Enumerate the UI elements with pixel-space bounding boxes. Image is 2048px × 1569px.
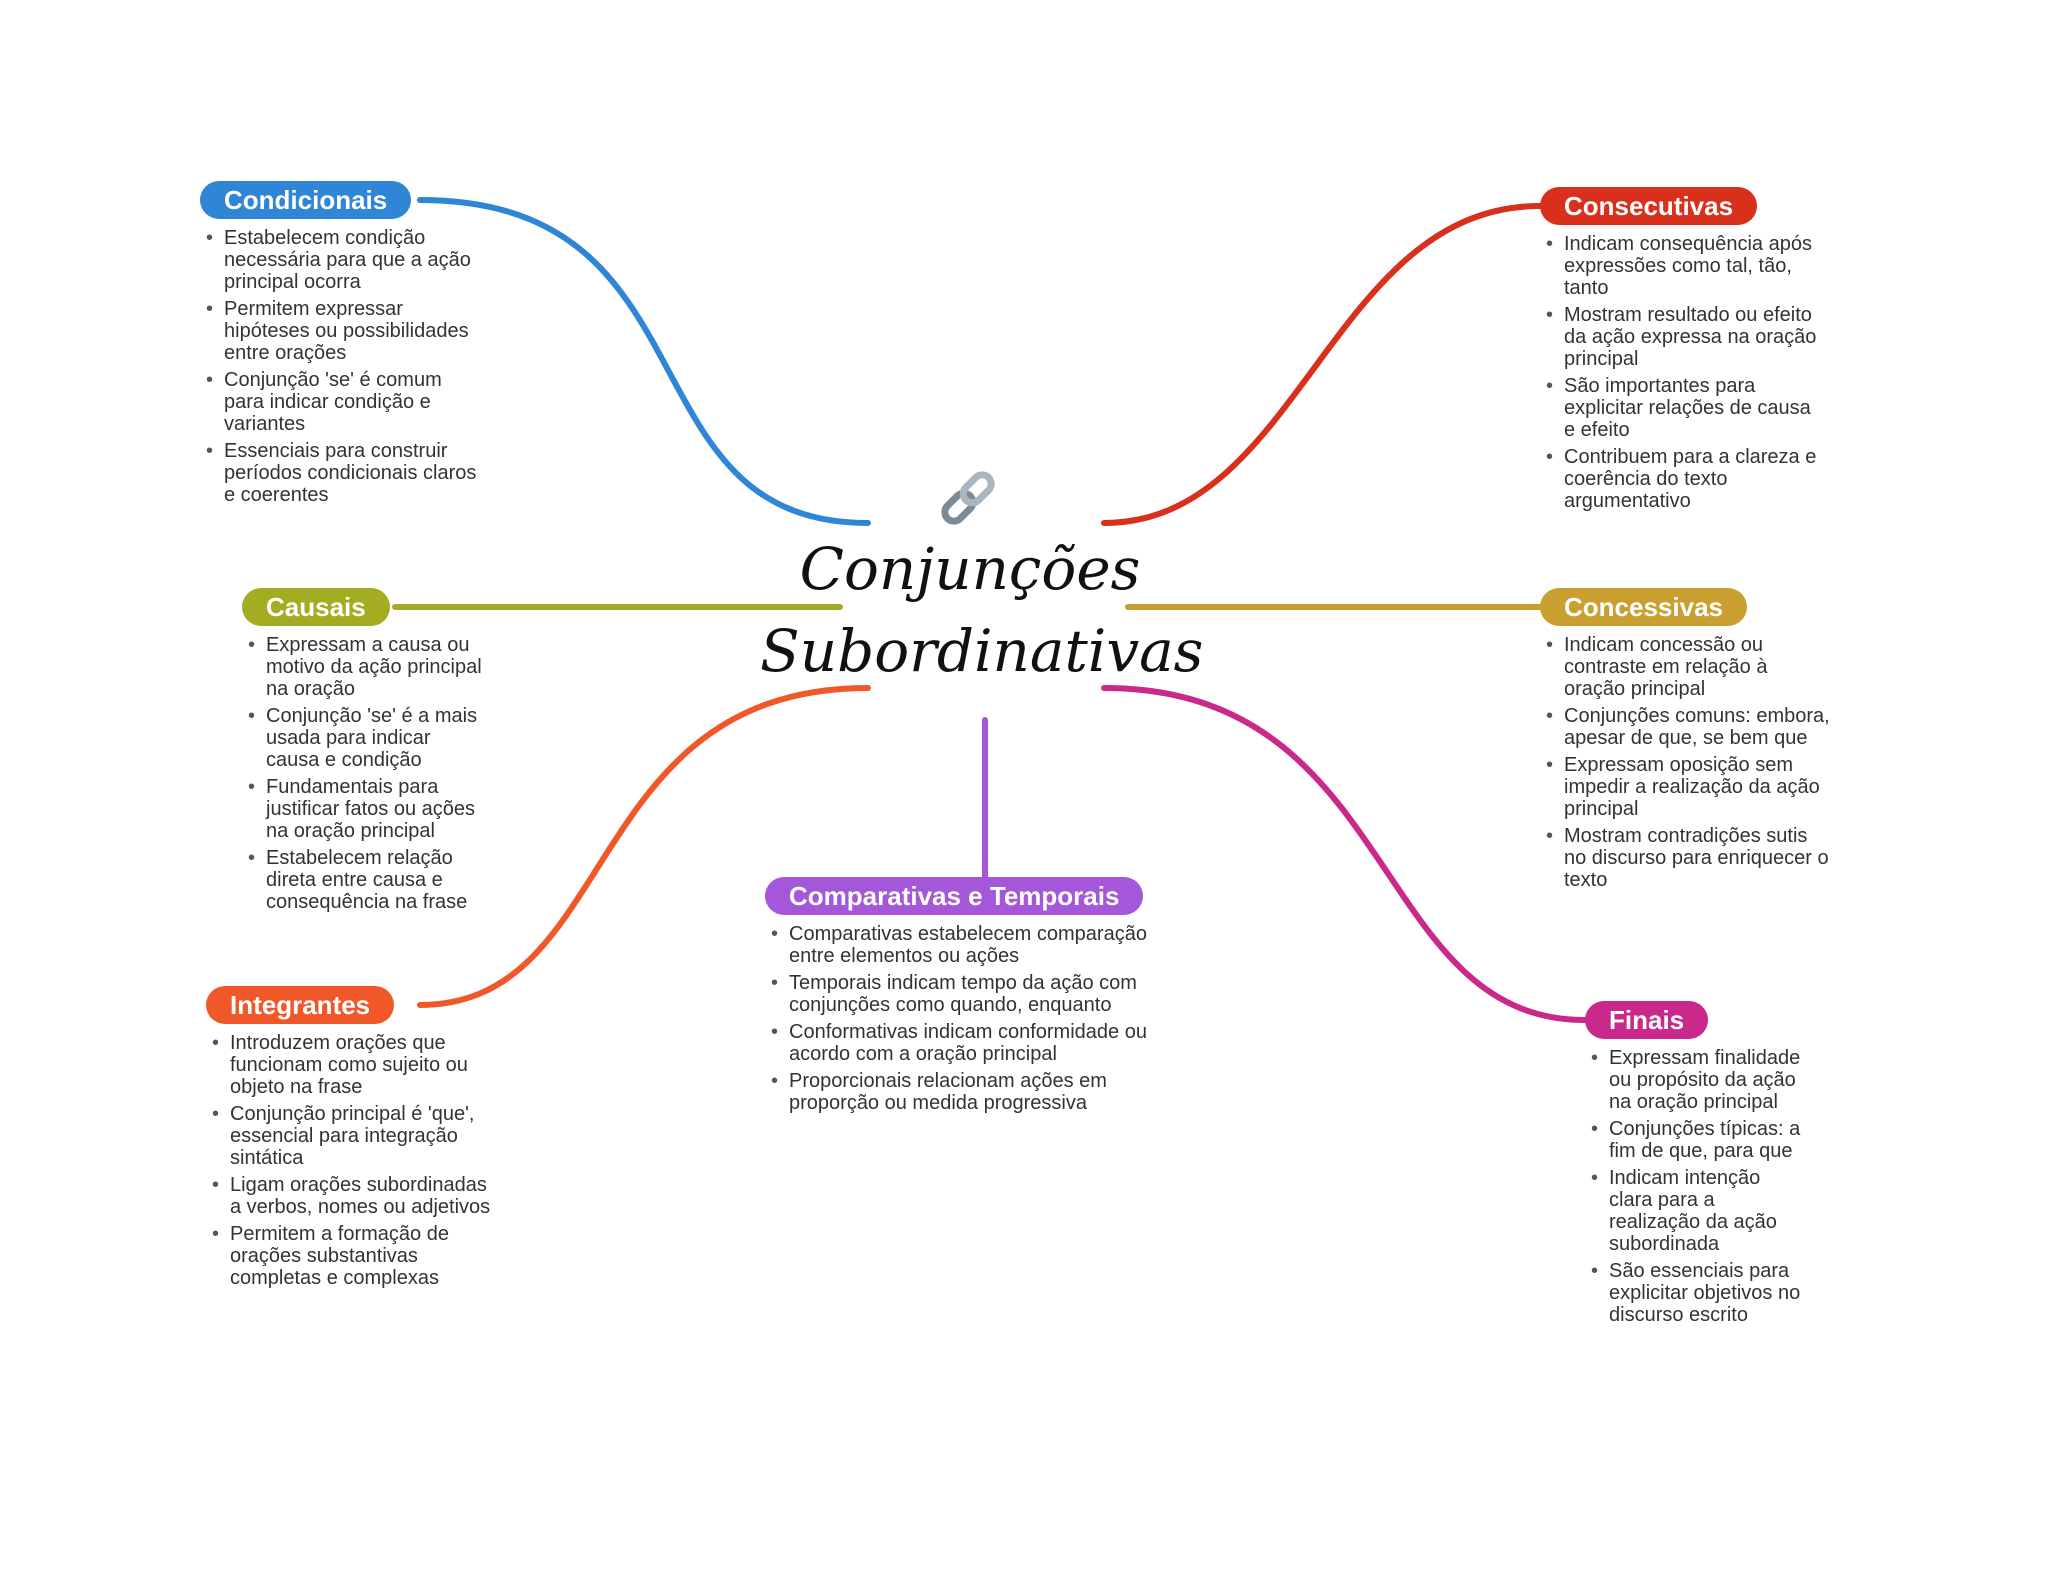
central-topic-line1: Conjunções (799, 535, 1141, 603)
bullet-list-finais: Expressam finalidade ou propósito da açã… (1585, 1047, 1805, 1326)
bullet-item: Indicam consequência após expressões com… (1546, 233, 1820, 299)
bullet-item: Expressam a causa ou motivo da ação prin… (248, 634, 482, 700)
bullet-item: Estabelecem condição necessária para que… (206, 227, 480, 293)
connector-condicionais (417, 197, 871, 526)
branch-consecutivas: Consecutivas Indicam consequência após e… (1540, 187, 1820, 517)
branch-concessivas: Concessivas Indicam concessão ou contras… (1540, 588, 1830, 896)
topic-pill-concessivas[interactable]: Concessivas (1540, 588, 1747, 626)
branch-causais: Causais Expressam a causa ou motivo da a… (242, 588, 482, 918)
bullet-item: Permitem a formação de orações substanti… (212, 1223, 496, 1289)
topic-pill-integrantes[interactable]: Integrantes (206, 986, 395, 1024)
connector-integrantes (417, 685, 871, 1008)
link-icon (933, 463, 1003, 533)
bullet-item: Permitem expressar hipóteses ou possibil… (206, 298, 480, 364)
topic-pill-finais[interactable]: Finais (1585, 1001, 1709, 1039)
bullet-list-integrantes: Introduzem orações que funcionam como su… (206, 1032, 496, 1289)
bullet-item: Essenciais para construir períodos condi… (206, 440, 480, 506)
topic-pill-condicionais[interactable]: Condicionais (200, 181, 412, 219)
bullet-item: Expressam oposição sem impedir a realiza… (1546, 754, 1830, 820)
bullet-item: Conjunções comuns: embora, apesar de que… (1546, 705, 1830, 749)
bullet-item: Indicam concessão ou contraste em relaçã… (1546, 634, 1830, 700)
bullet-list-concessivas: Indicam concessão ou contraste em relaçã… (1540, 634, 1830, 891)
bullet-item: Temporais indicam tempo da ação com conj… (771, 972, 1185, 1016)
bullet-item: Comparativas estabelecem comparação entr… (771, 923, 1185, 967)
bullet-item: Conjunção 'se' é comum para indicar cond… (206, 369, 480, 435)
bullet-list-consecutivas: Indicam consequência após expressões com… (1540, 233, 1820, 512)
central-topic: Conjunções Subordinativas (760, 528, 1204, 692)
bullet-item: Mostram resultado ou efeito da ação expr… (1546, 304, 1820, 370)
bullet-item: Conjunção principal é 'que', essencial p… (212, 1103, 496, 1169)
bullet-item: Conformativas indicam conformidade ou ac… (771, 1021, 1185, 1065)
topic-pill-consecutivas[interactable]: Consecutivas (1540, 187, 1758, 225)
branch-finais: Finais Expressam finalidade ou propósito… (1585, 1001, 1805, 1331)
bullet-list-causais: Expressam a causa ou motivo da ação prin… (242, 634, 482, 913)
bullet-item: São importantes para explicitar relações… (1546, 375, 1820, 441)
central-topic-line2: Subordinativas (760, 617, 1204, 685)
topic-pill-causais[interactable]: Causais (242, 588, 390, 626)
bullet-list-condicionais: Estabelecem condição necessária para que… (200, 227, 480, 506)
bullet-item: São essenciais para explicitar objetivos… (1591, 1260, 1805, 1326)
bullet-item: Conjunções típicas: a fim de que, para q… (1591, 1118, 1805, 1162)
bullet-list-comparativas: Comparativas estabelecem comparação entr… (765, 923, 1185, 1114)
bullet-item: Introduzem orações que funcionam como su… (212, 1032, 496, 1098)
connector-finais (1101, 685, 1588, 1023)
topic-pill-comparativas[interactable]: Comparativas e Temporais (765, 877, 1144, 915)
bullet-item: Ligam orações subordinadas a verbos, nom… (212, 1174, 496, 1218)
bullet-item: Indicam intenção clara para a realização… (1591, 1167, 1805, 1255)
branch-comparativas: Comparativas e Temporais Comparativas es… (765, 877, 1185, 1119)
bullet-item: Mostram contradições sutis no discurso p… (1546, 825, 1830, 891)
branch-integrantes: Integrantes Introduzem orações que funci… (206, 986, 496, 1294)
bullet-item: Contribuem para a clareza e coerência do… (1546, 446, 1820, 512)
bullet-item: Conjunção 'se' é a mais usada para indic… (248, 705, 482, 771)
branch-condicionais: Condicionais Estabelecem condição necess… (200, 181, 480, 511)
bullet-item: Estabelecem relação direta entre causa e… (248, 847, 482, 913)
bullet-item: Expressam finalidade ou propósito da açã… (1591, 1047, 1805, 1113)
connector-consecutivas (1101, 203, 1543, 526)
bullet-item: Fundamentais para justificar fatos ou aç… (248, 776, 482, 842)
bullet-item: Proporcionais relacionam ações em propor… (771, 1070, 1185, 1114)
